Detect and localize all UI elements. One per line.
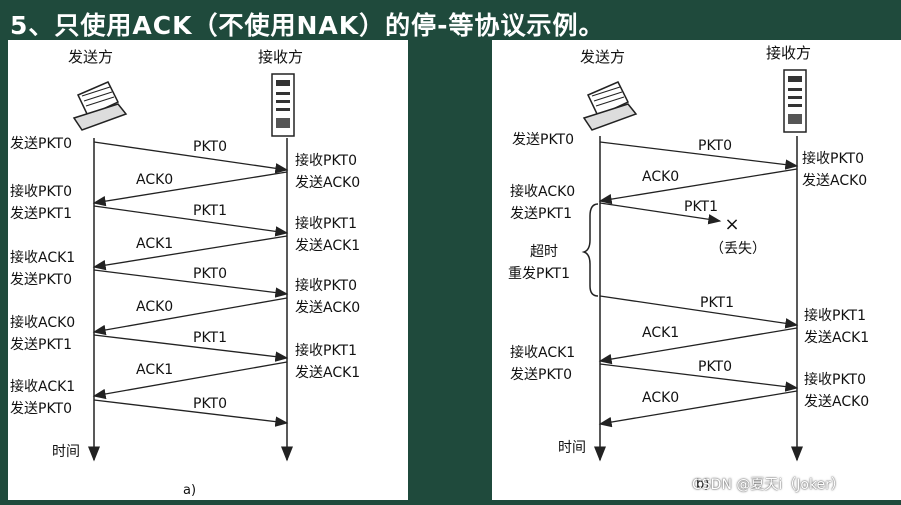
receiver-event: 接收PKT1 <box>295 215 357 232</box>
receiver-event: 接收PKT0 <box>802 150 864 167</box>
server-icon <box>783 69 807 133</box>
message-arrow <box>599 141 799 170</box>
message-label: ACK0 <box>136 172 173 188</box>
message-label: ACK1 <box>136 236 173 252</box>
receiver-event: 发送ACK1 <box>295 365 360 381</box>
receiver-event: 发送ACK0 <box>804 394 869 410</box>
receiver-event: 接收PKT0 <box>295 152 357 169</box>
message-arrow <box>92 171 288 207</box>
sender-event: 发送PKT0 <box>10 272 72 288</box>
message-arrow <box>93 141 289 174</box>
message-label: PKT0 <box>193 396 227 412</box>
sender-header: 发送方 <box>68 48 113 66</box>
message-label: ACK0 <box>642 169 679 185</box>
message-label: PKT1 <box>700 295 734 311</box>
sender-event: 接收ACK1 <box>510 344 575 361</box>
watermark: CSDN @夏天i（Joker） <box>692 477 845 493</box>
message-label: ACK1 <box>136 362 173 378</box>
message-label: PKT1 <box>193 330 227 346</box>
message-arrow <box>92 235 288 271</box>
message-label: PKT0 <box>698 138 732 154</box>
time-axis-label: 时间 <box>52 444 80 460</box>
receiver-event: 发送ACK0 <box>802 173 867 189</box>
diagram-a-svg: 发送方 接收方 PKT0 ACK0 PKT1 ACK1 PKT0 ACK0 PK… <box>10 48 360 498</box>
sender-event: 接收ACK0 <box>510 183 575 200</box>
diagram-b-svg: 发送方 接收方 × （丢失） PKT0 ACK0 PKT1 PKT1 ACK1 … <box>508 44 869 492</box>
diagram-panel-a: 发送方 接收方 PKT0 ACK0 PKT1 ACK1 PKT0 ACK0 PK… <box>8 40 408 500</box>
receiver-event: 接收PKT1 <box>295 342 357 359</box>
panel-caption: b) <box>696 477 709 492</box>
receiver-event: 接收PKT0 <box>295 277 357 294</box>
message-label: PKT1 <box>193 203 227 219</box>
sender-event: 发送PKT0 <box>10 401 72 417</box>
sender-event: 发送PKT0 <box>512 132 574 148</box>
message-arrow <box>92 297 288 336</box>
sender-event: 接收PKT0 <box>10 183 72 200</box>
message-label: PKT0 <box>193 139 227 155</box>
message-arrow <box>93 205 289 237</box>
message-arrow <box>93 399 289 427</box>
message-arrow <box>92 361 288 400</box>
receiver-event: 发送ACK1 <box>804 330 869 346</box>
message-arrow <box>93 269 289 298</box>
receiver-event: 发送ACK0 <box>295 175 360 191</box>
lost-cross-icon: × <box>724 214 739 235</box>
receiver-event: 接收PKT0 <box>804 371 866 388</box>
sender-header: 发送方 <box>580 48 625 66</box>
sender-event: 接收ACK0 <box>10 314 75 331</box>
sender-event: 发送PKT0 <box>10 136 72 152</box>
receiver-event: 接收PKT1 <box>804 307 866 324</box>
server-icon <box>271 73 295 137</box>
sender-event: 发送PKT0 <box>510 367 572 383</box>
diagram-panel-b: 发送方 接收方 × （丢失） PKT0 ACK0 PKT1 PKT1 ACK1 … <box>492 40 901 500</box>
receiver-event: 发送ACK1 <box>295 238 360 254</box>
panel-caption: a) <box>183 483 196 498</box>
sender-event: 接收ACK1 <box>10 249 75 266</box>
page-title: 5、只使用ACK（不使用NAK）的停-等协议示例。 <box>10 11 605 40</box>
lost-label: （丢失） <box>710 241 766 257</box>
message-arrow <box>599 295 799 329</box>
computer-icon <box>72 81 128 131</box>
receiver-header: 接收方 <box>766 44 811 62</box>
message-label: ACK0 <box>136 299 173 315</box>
message-label: PKT0 <box>193 266 227 282</box>
sender-event: 发送PKT1 <box>510 206 572 222</box>
receiver-event: 发送ACK0 <box>295 300 360 316</box>
computer-icon <box>582 81 638 131</box>
message-arrow <box>598 390 798 428</box>
receiver-header: 接收方 <box>258 48 303 66</box>
sender-event: 发送PKT1 <box>10 206 72 222</box>
timeout-brace <box>581 203 599 297</box>
message-arrow <box>598 168 798 205</box>
message-arrow <box>598 327 798 365</box>
message-arrow <box>93 334 289 362</box>
sender-event: 超时 <box>530 244 558 260</box>
sender-event: 重发PKT1 <box>508 266 570 282</box>
time-axis-label: 时间 <box>558 440 586 456</box>
lost-message-arrow <box>599 202 722 225</box>
message-label: PKT0 <box>698 359 732 375</box>
message-arrow <box>599 363 799 392</box>
sender-event: 接收ACK1 <box>10 378 75 395</box>
message-label: PKT1 <box>684 199 718 215</box>
message-label: ACK1 <box>642 325 679 341</box>
message-label: ACK0 <box>642 390 679 406</box>
sender-event: 发送PKT1 <box>10 337 72 353</box>
